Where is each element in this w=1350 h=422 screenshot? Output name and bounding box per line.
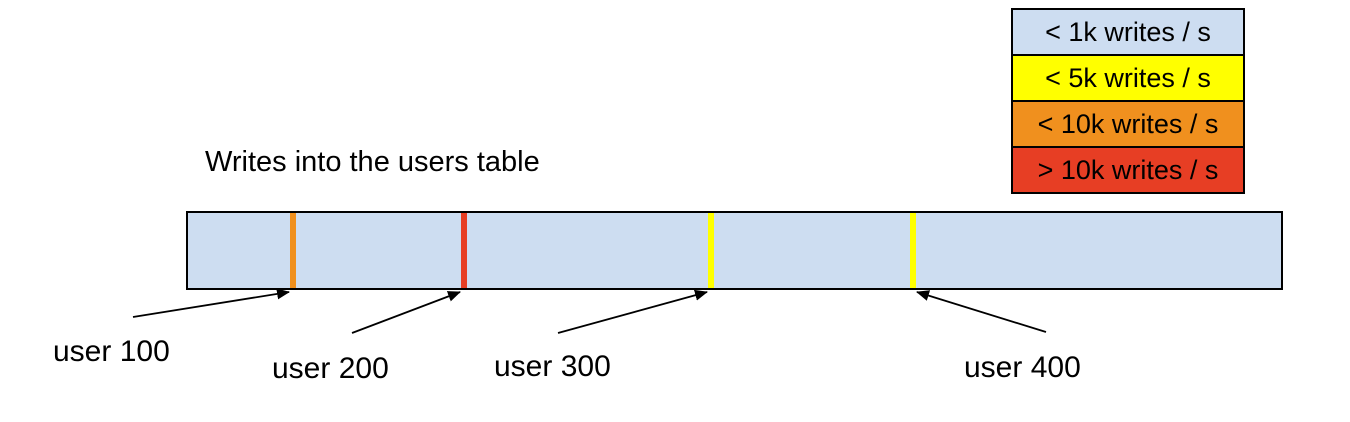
legend-label-lt-10k: < 10k writes / s (1037, 108, 1219, 139)
user-100-label: user 100 (53, 335, 170, 368)
legend-row-lt-5k: < 5k writes / s (1011, 54, 1245, 102)
rate-marker-user-400 (910, 213, 916, 288)
legend-label-lt-5k: < 5k writes / s (1045, 62, 1211, 93)
legend: < 1k writes / s < 5k writes / s < 10k wr… (1011, 8, 1245, 194)
users-table-bar (186, 211, 1283, 290)
legend-label-lt-1k: < 1k writes / s (1045, 16, 1211, 47)
rate-marker-user-100 (290, 213, 296, 288)
legend-row-lt-1k: < 1k writes / s (1011, 8, 1245, 56)
user-300-label: user 300 (494, 350, 611, 383)
legend-label-gt-10k: > 10k writes / s (1037, 154, 1219, 185)
user-200-label: user 200 (272, 352, 389, 385)
rate-marker-user-300 (708, 213, 714, 288)
rate-marker-user-200 (461, 213, 467, 288)
diagram-title: Writes into the users table (205, 146, 540, 178)
legend-row-lt-10k: < 10k writes / s (1011, 100, 1245, 148)
user-400-label: user 400 (964, 351, 1081, 384)
user-300-arrow (557, 289, 708, 334)
user-100-arrow (132, 288, 290, 318)
legend-row-gt-10k: > 10k writes / s (1011, 146, 1245, 194)
user-400-arrow (916, 290, 1047, 333)
user-200-arrow (351, 291, 461, 334)
